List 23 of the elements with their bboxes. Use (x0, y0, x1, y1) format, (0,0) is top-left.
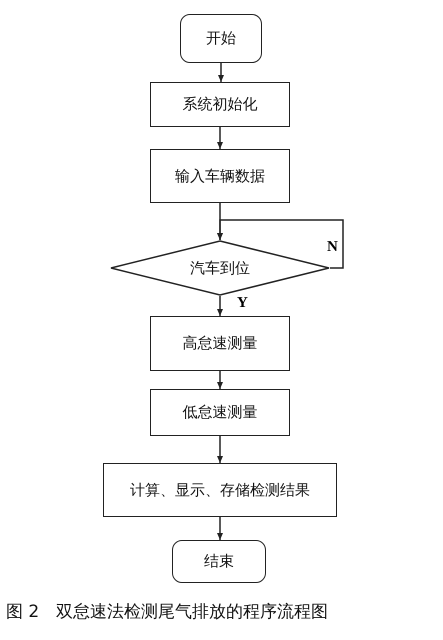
process-box (150, 389, 290, 436)
arrow (217, 296, 223, 316)
process-box (103, 463, 337, 517)
arrow (217, 219, 344, 269)
arrow (217, 517, 223, 540)
arrow (218, 63, 224, 82)
node-text: 开始 (206, 29, 236, 48)
arrow (217, 436, 223, 463)
process-box (150, 82, 290, 127)
node-text: 高怠速测量 (182, 334, 258, 353)
terminal-box (172, 540, 266, 583)
node-text: 汽车到位 (190, 258, 250, 278)
process-box (150, 316, 290, 371)
node-text: 结束 (204, 552, 234, 571)
arrow (217, 127, 223, 149)
arrow (217, 371, 223, 389)
node-text: 系统初始化 (182, 95, 258, 114)
figure-caption: 图 2 双怠速法检测尾气排放的程序流程图 (6, 601, 328, 623)
node-text: 计算、显示、存储检测结果 (130, 480, 310, 500)
node-text: 低怠速测量 (182, 403, 258, 422)
node-text: 输入车辆数据 (175, 166, 265, 186)
process-box (150, 149, 290, 203)
terminal-box (180, 14, 262, 63)
